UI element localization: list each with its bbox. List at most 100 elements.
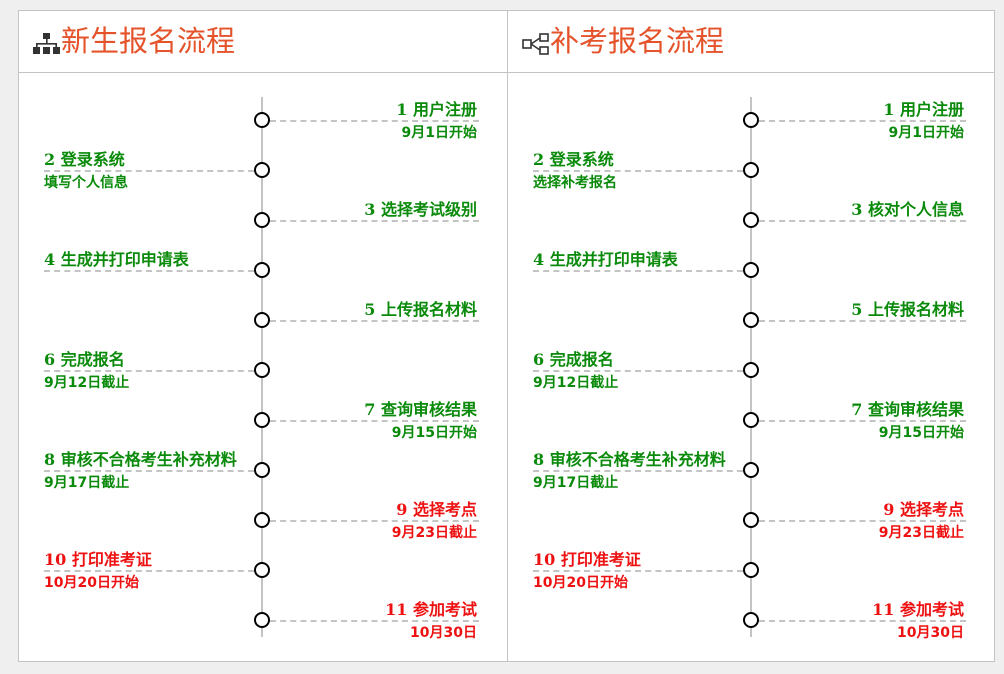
step-title: 生成并打印申请表 <box>549 250 678 269</box>
sitemap-icon <box>33 33 60 54</box>
step-number: 7 <box>851 400 863 419</box>
share-nodes-icon <box>522 33 549 55</box>
step-title: 完成报名 <box>60 350 125 369</box>
timeline-node <box>743 412 759 428</box>
step-date: 9月15日开始 <box>878 425 964 441</box>
timeline-node <box>254 162 270 178</box>
step-date: 9月17日截止 <box>44 475 130 491</box>
step-date: 9月1日开始 <box>401 125 477 141</box>
panel-title: 新生报名流程 <box>61 24 236 58</box>
timeline-node <box>743 512 759 528</box>
step-number: 2 <box>44 150 56 169</box>
step-label: 11 参加考试 <box>872 600 964 620</box>
step-number: 11 <box>385 600 408 619</box>
step-number: 9 <box>883 500 895 519</box>
step-date: 9月23日截止 <box>391 525 477 541</box>
step-date: 10月20日开始 <box>44 575 139 591</box>
step-label: 5 上传报名材料 <box>364 300 477 320</box>
step-title: 登录系统 <box>60 150 125 169</box>
step-title: 生成并打印申请表 <box>60 250 189 269</box>
step-date: 选择补考报名 <box>533 175 617 191</box>
step-number: 8 <box>44 450 56 469</box>
timeline-node <box>254 562 270 578</box>
timeline-node <box>743 612 759 628</box>
panel-header: 补考报名流程 <box>508 11 994 73</box>
step-number: 1 <box>883 100 895 119</box>
step-number: 4 <box>533 250 545 269</box>
timeline-node <box>743 362 759 378</box>
step-date: 9月12日截止 <box>533 375 619 391</box>
connector-line <box>759 620 966 622</box>
connector-line <box>759 120 966 122</box>
connector-line <box>44 270 254 272</box>
step-label: 4 生成并打印申请表 <box>533 250 678 270</box>
step-label: 2 登录系统 <box>533 150 614 170</box>
step-label: 9 选择考点 <box>396 500 477 520</box>
timeline-node <box>743 112 759 128</box>
panel-title: 补考报名流程 <box>550 24 725 58</box>
step-number: 5 <box>364 300 376 319</box>
step-label: 9 选择考点 <box>883 500 964 520</box>
step-title: 参加考试 <box>899 600 964 619</box>
step-number: 1 <box>396 100 408 119</box>
connector-line <box>270 120 479 122</box>
connector-line <box>44 370 254 372</box>
step-title: 上传报名材料 <box>867 300 964 319</box>
step-title: 选择考试级别 <box>380 200 477 219</box>
step-label: 1 用户注册 <box>396 100 477 120</box>
step-label: 7 查询审核结果 <box>851 400 964 420</box>
step-date: 10月30日 <box>410 625 477 641</box>
step-title: 选择考点 <box>412 500 477 519</box>
step-number: 9 <box>396 500 408 519</box>
step-label: 10 打印准考证 <box>44 550 152 570</box>
connector-line <box>270 320 479 322</box>
step-date: 9月23日截止 <box>878 525 964 541</box>
step-label: 3 选择考试级别 <box>364 200 477 220</box>
step-label: 8 审核不合格考生补充材料 <box>533 450 726 470</box>
step-label: 4 生成并打印申请表 <box>44 250 189 270</box>
connector-line <box>44 570 254 572</box>
connector-line <box>759 520 966 522</box>
connector-line <box>533 270 743 272</box>
step-title: 审核不合格考生补充材料 <box>549 450 726 469</box>
step-number: 11 <box>872 600 895 619</box>
timeline-node <box>254 112 270 128</box>
step-date: 9月17日截止 <box>533 475 619 491</box>
step-label: 10 打印准考证 <box>533 550 641 570</box>
step-label: 3 核对个人信息 <box>851 200 964 220</box>
connector-line <box>270 420 479 422</box>
step-title: 上传报名材料 <box>380 300 477 319</box>
step-number: 3 <box>364 200 376 219</box>
step-number: 2 <box>533 150 545 169</box>
step-date: 9月1日开始 <box>888 125 964 141</box>
timeline-node <box>254 512 270 528</box>
step-title: 打印准考证 <box>71 550 152 569</box>
step-title: 完成报名 <box>549 350 614 369</box>
step-number: 5 <box>851 300 863 319</box>
step-title: 打印准考证 <box>560 550 641 569</box>
timeline-node <box>743 562 759 578</box>
timeline-node <box>743 312 759 328</box>
timeline-node <box>254 412 270 428</box>
step-label: 6 完成报名 <box>44 350 125 370</box>
step-title: 审核不合格考生补充材料 <box>60 450 237 469</box>
connector-line <box>533 370 743 372</box>
timeline-node <box>254 362 270 378</box>
step-title: 查询审核结果 <box>867 400 964 419</box>
step-number: 3 <box>851 200 863 219</box>
step-label: 8 审核不合格考生补充材料 <box>44 450 237 470</box>
connector-line <box>44 470 254 472</box>
connector-line <box>759 420 966 422</box>
timeline-node <box>743 462 759 478</box>
connector-line <box>270 520 479 522</box>
step-label: 5 上传报名材料 <box>851 300 964 320</box>
connector-line <box>533 470 743 472</box>
connector-line <box>270 220 479 222</box>
step-number: 6 <box>533 350 545 369</box>
step-title: 参加考试 <box>412 600 477 619</box>
step-number: 4 <box>44 250 56 269</box>
step-title: 核对个人信息 <box>867 200 964 219</box>
step-number: 6 <box>44 350 56 369</box>
